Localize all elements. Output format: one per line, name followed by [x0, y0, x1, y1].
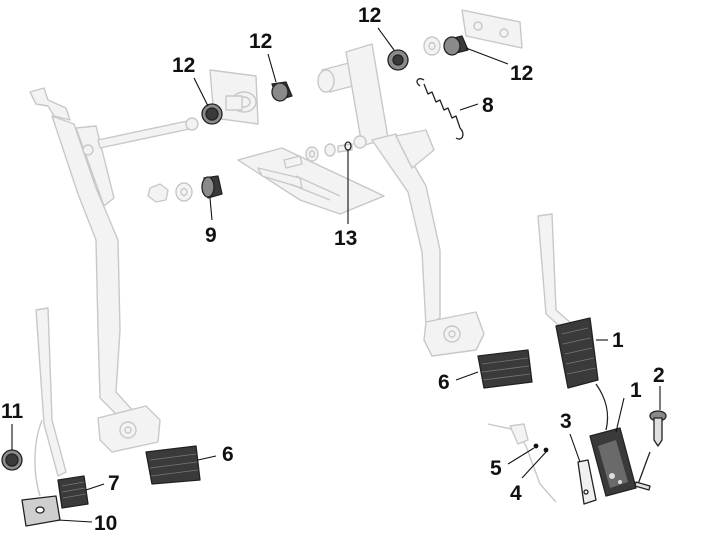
bracket-3 [577, 459, 597, 505]
callout-10-floor-pad: 10 [94, 512, 117, 535]
callout-5-clip: 5 [490, 457, 502, 480]
bushing-12-top-right [387, 49, 409, 71]
callout-12-upper-bushing: 12 [249, 30, 272, 53]
callout-labels: 1 1 2 3 4 5 6 6 7 8 9 10 11 12 12 12 12 … [1, 4, 665, 535]
callout-6-left-pad: 6 [222, 443, 234, 466]
pivot-pin-2 [634, 410, 667, 491]
callout-9-bushing: 9 [205, 224, 217, 247]
pedal-pad-7 [57, 475, 89, 509]
callout-12-top-right-bushing: 12 [358, 4, 381, 27]
pedal-pad-6-right [477, 349, 533, 389]
bumper-11 [1, 449, 23, 471]
clip-4 [543, 447, 549, 453]
callout-3-bracket: 3 [560, 410, 572, 433]
clutch-pedal-arm [317, 43, 485, 357]
bushing-12-far-right [443, 35, 469, 56]
callout-1-lower-pad: 1 [630, 379, 642, 402]
lower-clutch-rod [34, 307, 67, 497]
leader-lines [11, 27, 661, 523]
bushing-12-upper [271, 81, 293, 102]
pedal-pad-6-left [145, 445, 201, 485]
bushing-9 [201, 175, 223, 199]
callout-1-upper-pad: 1 [612, 329, 624, 352]
accelerator-pad-1-upper [555, 317, 609, 431]
callout-4-clip: 4 [510, 482, 522, 505]
floor-pad-10 [21, 495, 61, 527]
accelerator-pedal-arm [537, 213, 573, 331]
callout-13-clip: 13 [334, 227, 357, 250]
accelerator-pad-1-lower [589, 427, 637, 497]
brake-pedal-arm [29, 87, 199, 453]
callout-8-spring: 8 [482, 94, 494, 117]
callout-11-bumper: 11 [1, 400, 24, 423]
upper-right-bracket [461, 9, 523, 49]
small-hardware [147, 36, 441, 203]
accelerator-linkage-rod [487, 423, 557, 503]
return-spring-8 [416, 78, 464, 140]
callout-12-left-bushing: 12 [172, 54, 195, 77]
callout-6-right-pad: 6 [438, 371, 450, 394]
clip-5 [533, 443, 539, 449]
callout-12-far-right-bushing: 12 [510, 62, 533, 85]
bushing-12-left [201, 103, 223, 125]
callout-7-small-pad: 7 [108, 472, 120, 495]
callout-2-pivot-pin: 2 [653, 364, 665, 387]
